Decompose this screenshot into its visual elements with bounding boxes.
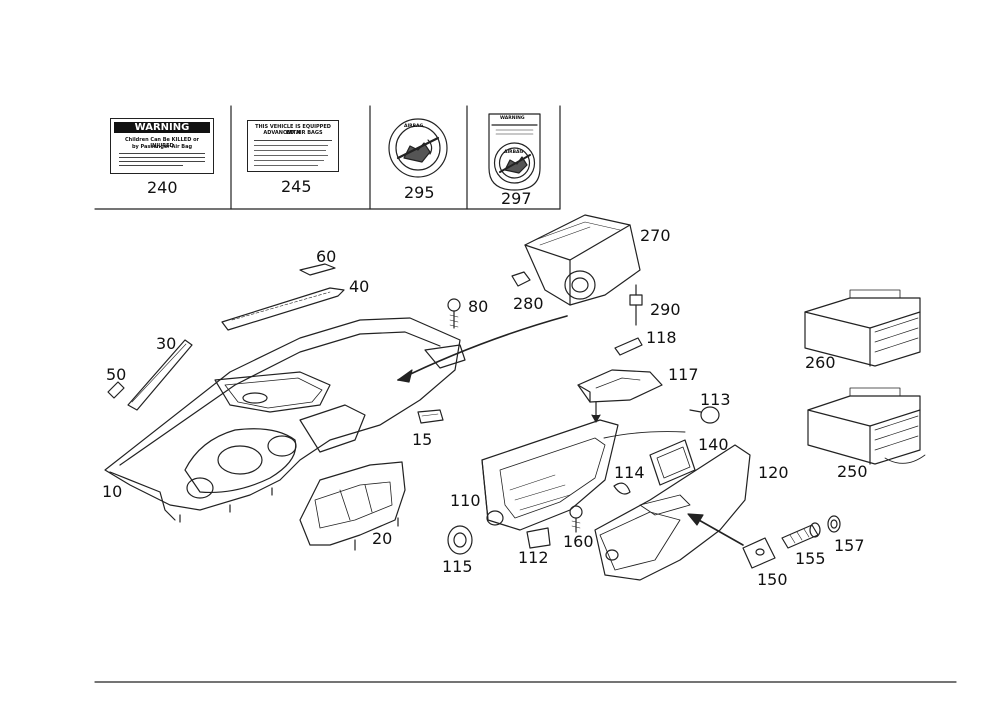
light-unit-part-117: [577, 369, 663, 423]
part-number-297: 297: [501, 189, 532, 208]
clip-part-50: [107, 381, 125, 399]
airbag-circle-label-295: [388, 118, 448, 178]
label-panel-frame: [94, 105, 561, 210]
label-297-inner-text: AIRBAG: [504, 150, 524, 155]
callout-155: 155: [795, 549, 826, 568]
vent-unit-part-250: [807, 387, 926, 465]
callout-120: 120: [758, 463, 789, 482]
callout-15: 15: [412, 430, 433, 449]
callout-117: 117: [668, 365, 699, 384]
bolt-part-290: [629, 284, 643, 326]
callout-290: 290: [650, 300, 681, 319]
glovebox-lid-part-120: [594, 444, 751, 581]
grommet-part-115: [447, 525, 473, 555]
warning-line-1: Children Can Be KILLED or INJURED: [125, 137, 199, 149]
callout-270: 270: [640, 226, 671, 245]
callout-150: 150: [757, 570, 788, 589]
label-297-heading: WARNING: [500, 116, 525, 121]
glovebox-housing-part-110: [481, 419, 686, 531]
lock-cylinder-part-155: [781, 522, 821, 549]
nut-part-280: [511, 271, 531, 287]
warning-label-240: WARNING Children Can Be KILLED or INJURE…: [110, 118, 214, 174]
warning-heading: WARNING: [114, 122, 210, 133]
side-trim-part-30: [127, 339, 193, 411]
callout-250: 250: [837, 462, 868, 481]
screw-part-160: [569, 505, 583, 533]
handle-part-140: [649, 439, 696, 486]
callout-160: 160: [563, 532, 594, 551]
callout-60: 60: [316, 247, 337, 266]
airbag-warning-label-297: [488, 113, 541, 191]
label-295-ring-text: AIRBAG: [404, 124, 424, 129]
screw-part-80: [447, 298, 461, 329]
callout-10: 10: [102, 482, 123, 501]
air-duct-part-270: [524, 214, 641, 306]
part-number-240: 240: [147, 178, 178, 197]
defrost-strip-part-40: [221, 287, 345, 331]
callout-140: 140: [698, 435, 729, 454]
warning-line-2: by Passenger Air Bag: [131, 144, 193, 150]
bracket-part-20: [299, 461, 406, 551]
callout-50: 50: [106, 365, 127, 384]
callout-260: 260: [805, 353, 836, 372]
assembly-arrow-lid: [687, 513, 744, 546]
label-245-heading-1: THIS VEHICLE IS EQUIPPED WITH: [255, 124, 331, 136]
clip-part-15: [417, 409, 444, 424]
callout-110: 110: [450, 491, 481, 510]
washer-part-157: [827, 515, 841, 533]
callout-80: 80: [468, 297, 489, 316]
callout-157: 157: [834, 536, 865, 555]
callout-113: 113: [700, 390, 731, 409]
advanced-airbag-label-245: THIS VEHICLE IS EQUIPPED WITH ADVANCED A…: [247, 120, 339, 172]
callout-30: 30: [156, 334, 177, 353]
label-245-heading-2: ADVANCED AIR BAGS: [263, 130, 323, 136]
cover-part-60: [299, 263, 336, 276]
callout-115: 115: [442, 557, 473, 576]
clip-part-114: [613, 482, 631, 495]
callout-118: 118: [646, 328, 677, 347]
part-number-295: 295: [404, 183, 435, 202]
part-number-245: 245: [281, 177, 312, 196]
lock-cover-part-150: [742, 537, 776, 569]
plug-part-113: [689, 406, 720, 424]
latch-part-112: [526, 527, 551, 549]
dashboard-part-10: [104, 317, 466, 523]
callout-40: 40: [349, 277, 370, 296]
bulb-part-118: [614, 337, 643, 356]
assembly-arrow-dashboard: [397, 315, 568, 383]
callout-280: 280: [513, 294, 544, 313]
callout-112: 112: [518, 548, 549, 567]
callout-20: 20: [372, 529, 393, 548]
callout-114: 114: [614, 463, 645, 482]
vent-unit-part-260: [804, 289, 921, 367]
